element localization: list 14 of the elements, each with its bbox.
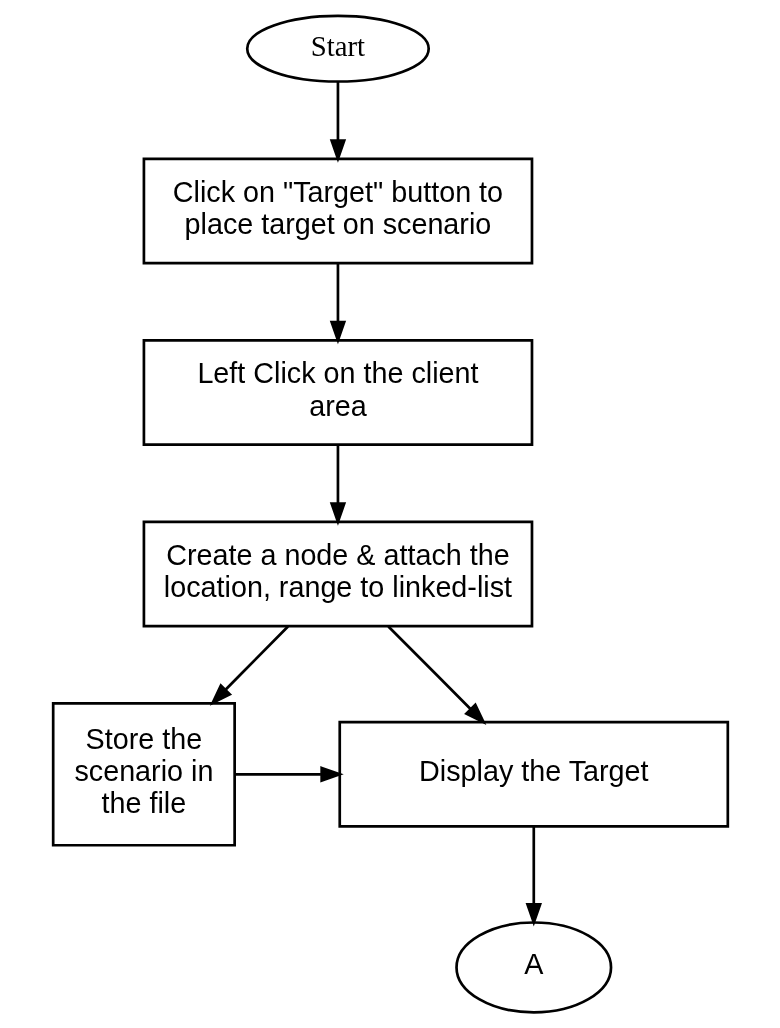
arrow [329,263,346,345]
node-box: Display the Target [337,720,729,828]
arrow [329,444,346,526]
node-box: Click on "Target" button to place target on scenario [142,157,533,265]
arrow [234,766,344,783]
arrow [329,81,346,163]
node-box: Store the scenario in the file [51,702,236,847]
node-ellipse: A [454,921,612,1014]
arrow [525,826,542,927]
arrow [209,625,289,706]
node-ellipse: Start [245,14,430,83]
arrow [386,625,486,725]
node-box: Create a node & attach the location, range to linked-list [142,520,533,628]
node-box: Left Click on the client area [142,339,533,446]
